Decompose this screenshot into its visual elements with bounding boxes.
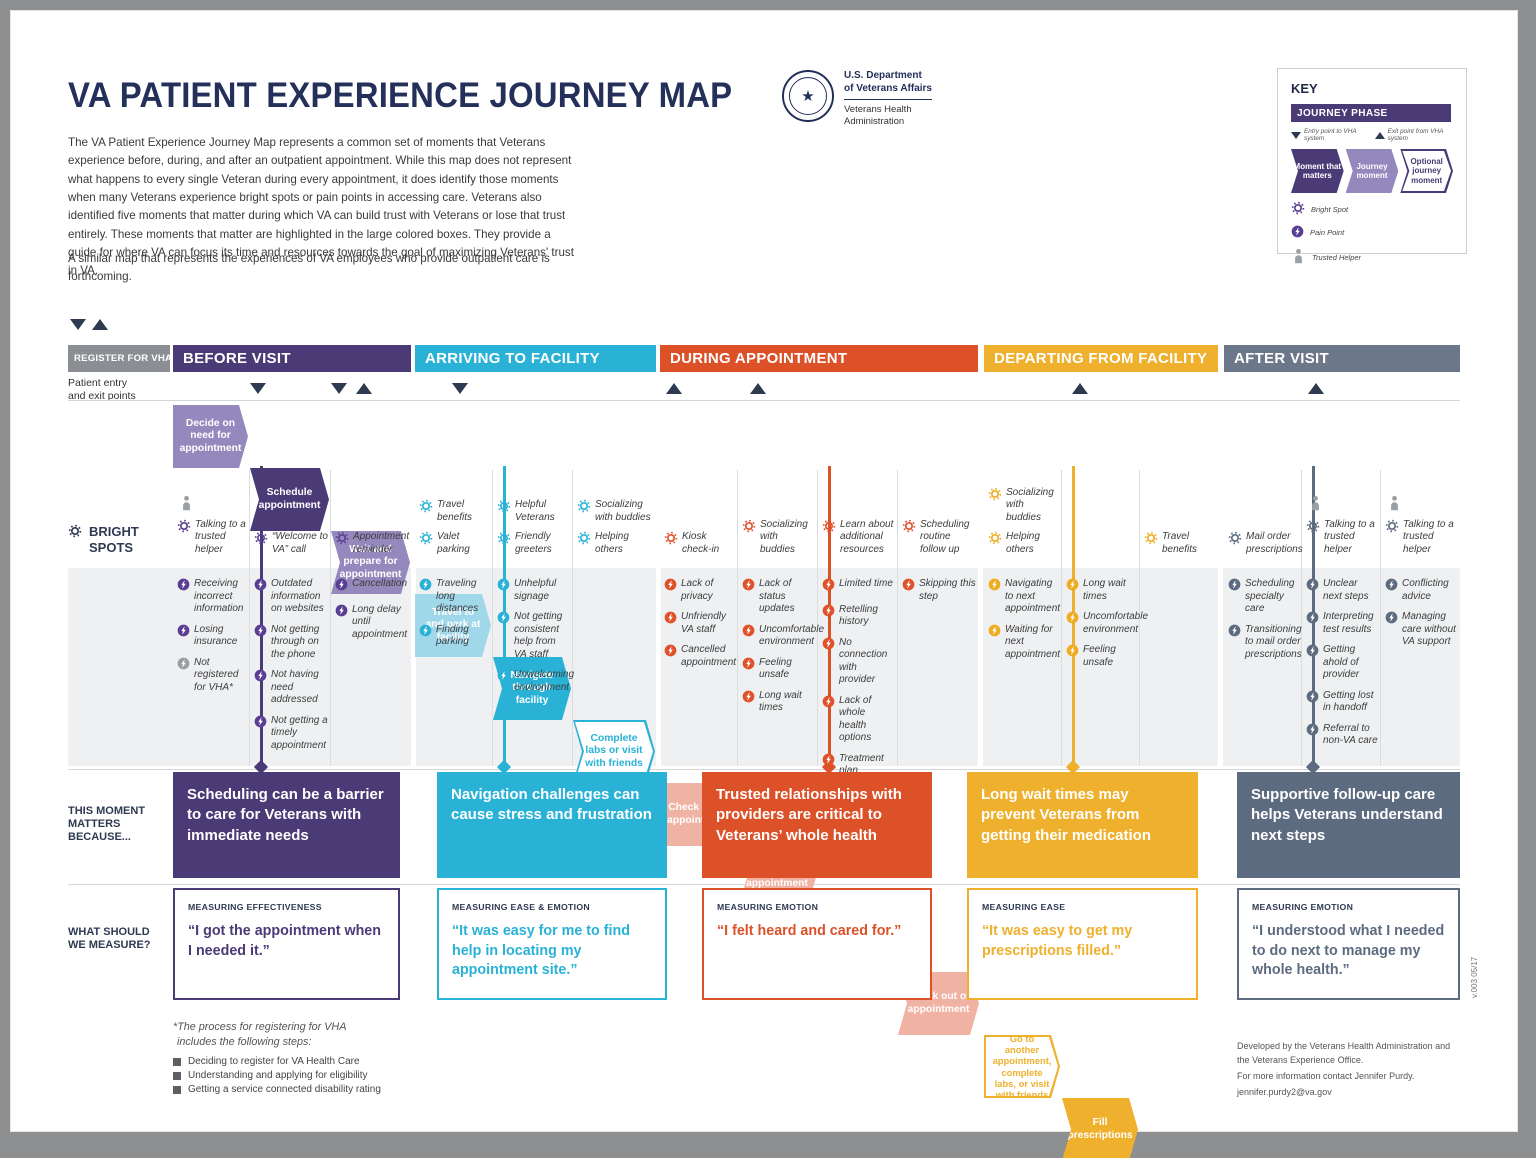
page-title: VA PATIENT EXPERIENCE JOURNEY MAP	[68, 76, 733, 115]
entry-triangle-icon	[1291, 131, 1301, 139]
key-chevron-journey: Journey moment	[1346, 149, 1399, 193]
exit-triangle-icon	[1374, 131, 1385, 139]
pain-points-row-label: PAIN POINTS	[68, 582, 178, 613]
trusted-helper-icon	[1291, 248, 1306, 266]
bullet-square-icon	[173, 1071, 181, 1080]
footnote-item: Deciding to register for VA Health Care	[173, 1056, 381, 1067]
key-chevrons: Moment that matters Journey moment Optio…	[1291, 149, 1453, 193]
bright-spot-icon	[1291, 201, 1305, 217]
divider	[68, 769, 1460, 770]
va-seal-icon: ★	[782, 70, 834, 122]
footnote-item: Understanding and applying for eligibili…	[173, 1070, 381, 1081]
intro-paragraph-2: A similar map that represents the experi…	[68, 252, 550, 284]
key-chevron-matters: Moment that matters	[1291, 149, 1344, 193]
key-pain-point: Pain Point	[1291, 225, 1453, 240]
footnote-item: Getting a service connected disability r…	[173, 1084, 381, 1095]
key-trusted-helper: Trusted Helper	[1291, 248, 1453, 266]
key-entry-label: Entry point to VHA system	[1304, 128, 1357, 142]
bullet-square-icon	[173, 1057, 181, 1066]
key-chevron-optional: Optional journey moment	[1400, 149, 1453, 193]
key-journey-phase-bar: JOURNEY PHASE	[1291, 104, 1451, 122]
key-bright-spot: Bright Spot	[1291, 201, 1453, 217]
register-for-vha-bar: REGISTER FOR VHA*	[68, 345, 176, 372]
bullet-square-icon	[173, 1085, 181, 1094]
bright-spots-row-label: BRIGHT SPOTS	[68, 524, 178, 555]
key-title: KEY	[1291, 81, 1318, 96]
pain-point-icon	[1291, 225, 1304, 240]
intro-paragraph: The VA Patient Experience Journey Map re…	[68, 136, 574, 278]
key-exit-label: Exit point from VHA system	[1387, 128, 1444, 142]
divider	[68, 884, 1460, 885]
key-entry-exit: Entry point to VHA system Exit point fro…	[1291, 128, 1453, 142]
version-label: v.003 05/17	[1470, 956, 1479, 998]
bright-spot-icon	[68, 524, 82, 542]
credits: Developed by the Veterans Health Adminis…	[1237, 1041, 1451, 1097]
key-legend: KEY JOURNEY PHASE Entry point to VHA sys…	[1277, 68, 1467, 264]
divider	[68, 400, 1460, 401]
pain-point-icon	[68, 582, 81, 599]
